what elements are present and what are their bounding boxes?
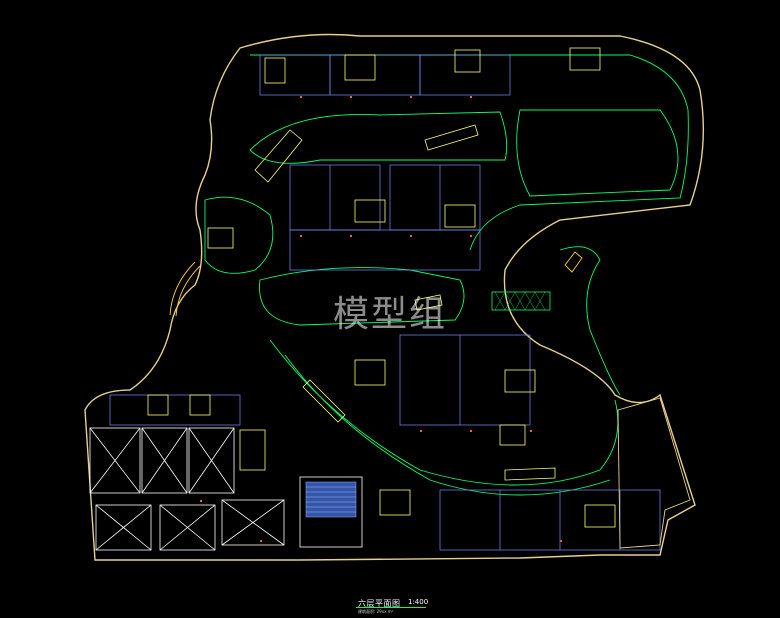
wall-curved-mall <box>269 339 619 496</box>
title-underline <box>356 607 426 608</box>
shop-units-bottom-left <box>89 427 285 551</box>
watermark-text: 模型组 <box>333 294 448 335</box>
escalators <box>254 124 556 481</box>
wall-right-curve <box>559 246 621 396</box>
feature-stairs <box>169 251 583 317</box>
east-wing <box>617 397 691 549</box>
vertical-cores <box>147 47 616 528</box>
wall-inner-top <box>250 54 689 251</box>
cinema-seating <box>299 476 363 548</box>
wall-left-void <box>204 196 274 274</box>
drawing-note: 建筑面积: 29xx m² <box>358 609 394 614</box>
drawing-title-block: 六层平面图 1:400 建筑面积: 29xx m² <box>340 598 460 616</box>
wall-center-void <box>259 267 465 326</box>
room-partitions <box>109 54 661 551</box>
wall-right-lobby <box>516 109 679 197</box>
structural-columns <box>200 96 562 542</box>
drawing-title: 六层平面图 <box>358 599 401 608</box>
drawing-scale: 1:400 <box>408 598 429 606</box>
skylight-panel <box>491 291 551 311</box>
